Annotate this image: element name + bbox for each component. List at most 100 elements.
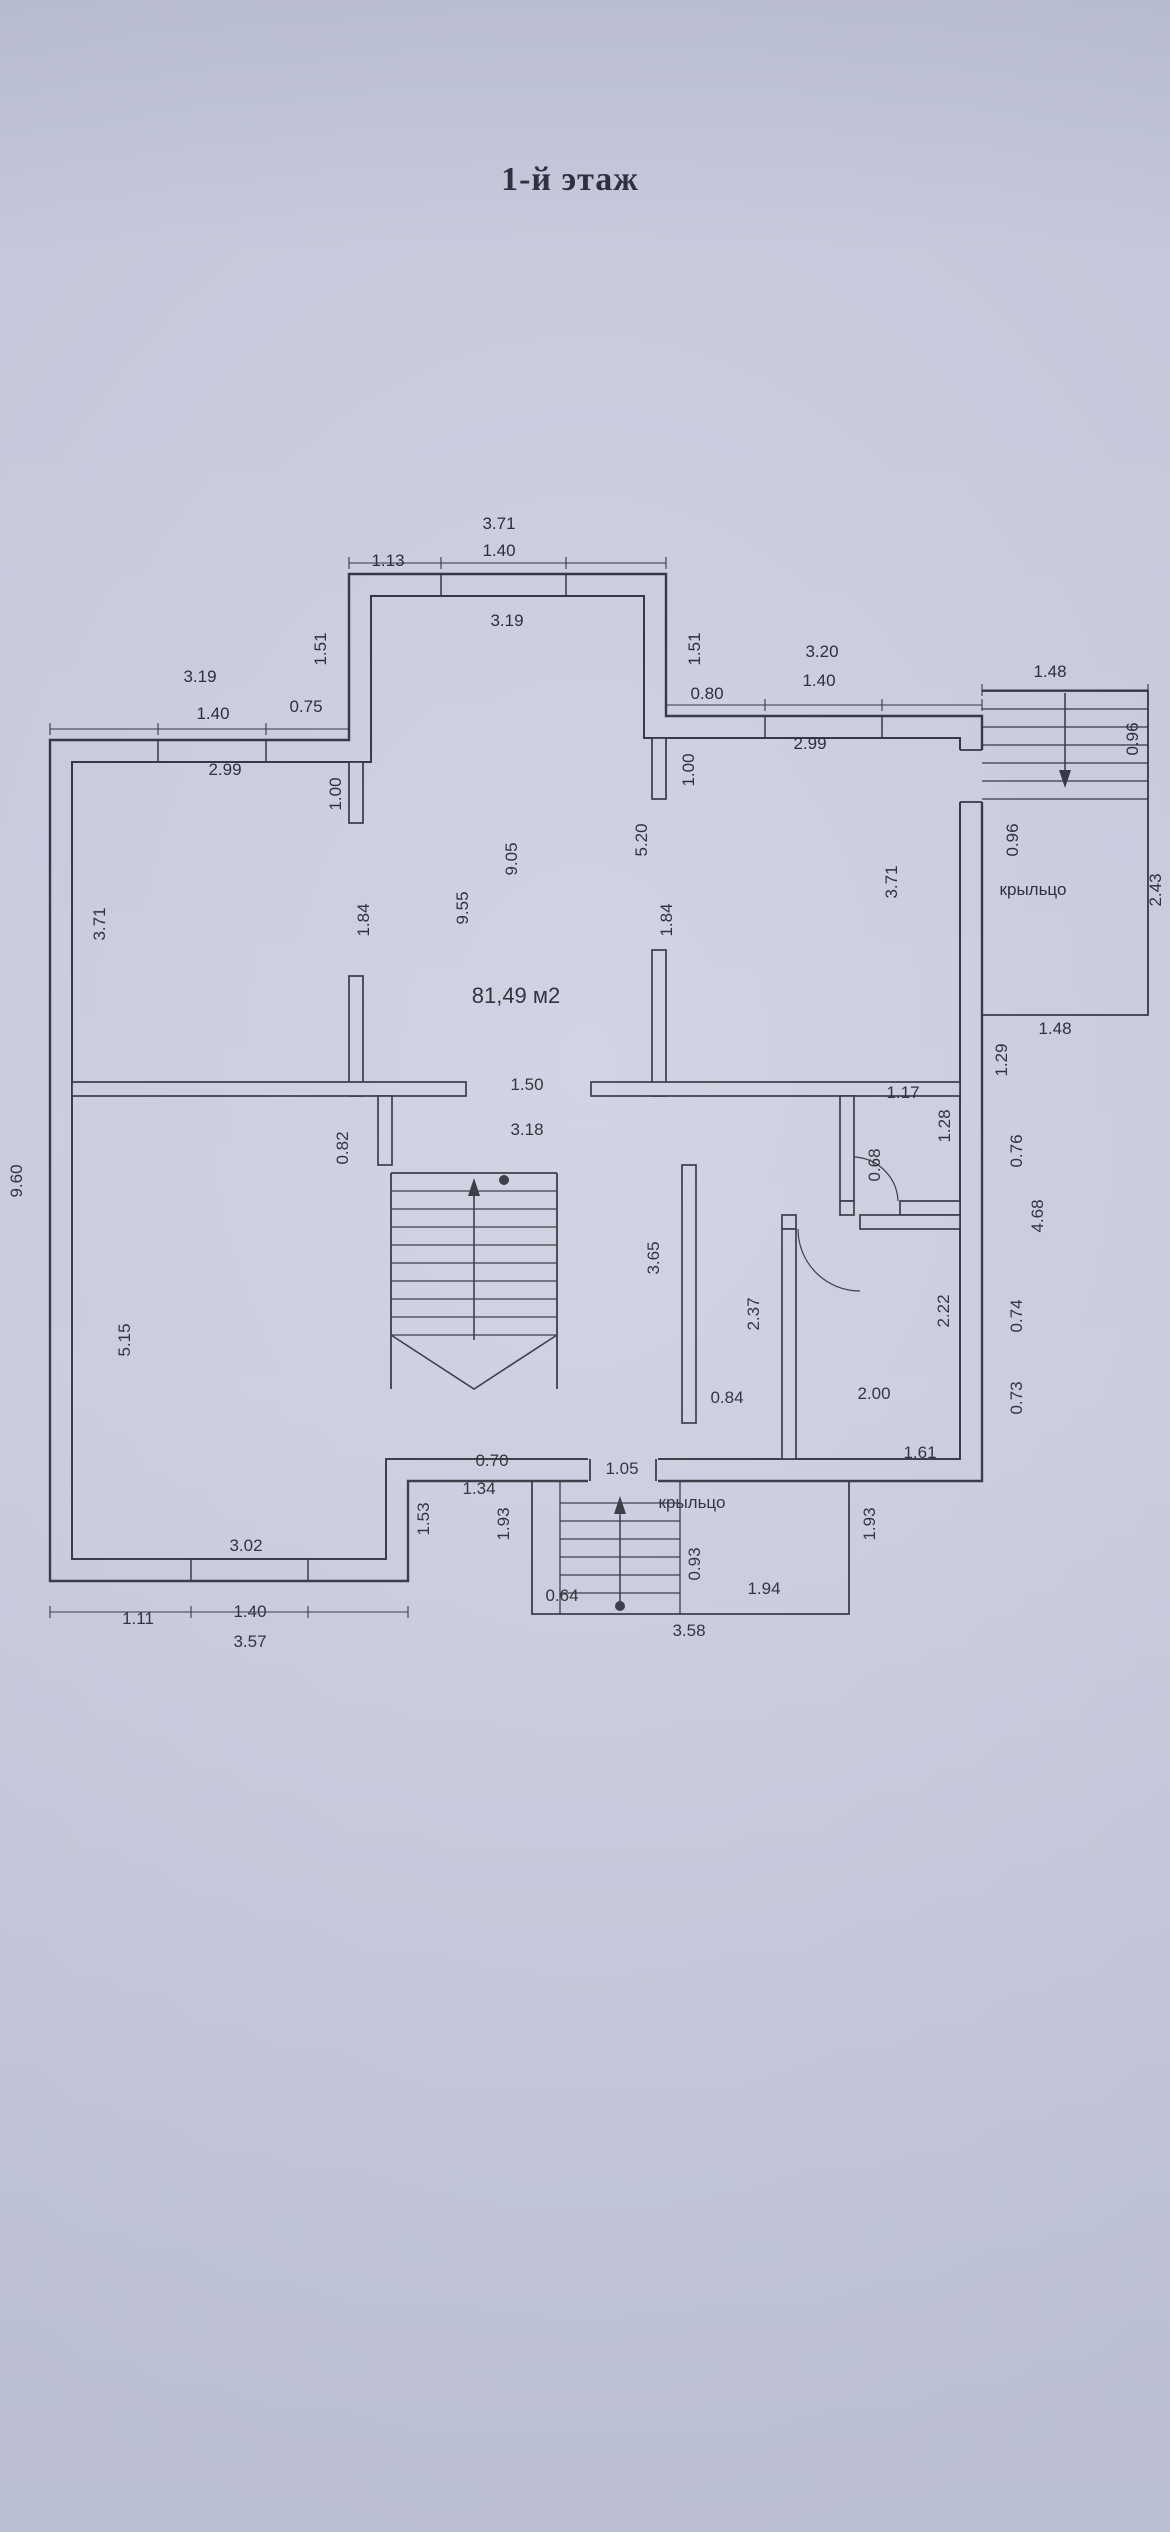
- dim-label: 1.00: [679, 753, 698, 786]
- wall-wc-bottom-b: [899, 1200, 961, 1216]
- dim-label: 1.51: [311, 632, 330, 665]
- right-porch-down-arrow-icon: [1059, 770, 1071, 788]
- dim-line-bottom-left: [49, 1606, 409, 1618]
- dim-label: 3.65: [644, 1241, 663, 1274]
- dim-label: 0.75: [289, 697, 322, 716]
- dim-label: 3.19: [490, 611, 523, 630]
- door-swing-br-room: [797, 1228, 861, 1292]
- dim-label: 9.05: [502, 842, 521, 875]
- wall-left-divider-top: [348, 761, 364, 824]
- right-porch-outline: [982, 690, 1149, 1016]
- wall-mid-left: [71, 1081, 467, 1097]
- dim-label: 0.70: [475, 1451, 508, 1470]
- window-bottom-left: [190, 1558, 309, 1582]
- dim-label: 1.84: [657, 903, 676, 936]
- dim-label: 1.50: [510, 1075, 543, 1094]
- wall-wc-left: [839, 1095, 855, 1202]
- stair-start-dot: [499, 1175, 509, 1185]
- dim-label: 3.18: [510, 1120, 543, 1139]
- wall-mid-right: [590, 1081, 961, 1097]
- dim-label: 0.84: [710, 1388, 743, 1407]
- dim-label: 1.34: [462, 1479, 495, 1498]
- bottom-porch: [531, 1481, 850, 1615]
- door-swing-wc: [853, 1156, 899, 1202]
- door-jambs-right: [960, 749, 982, 803]
- dim-label: 1.53: [414, 1502, 433, 1535]
- dim-label: 1.84: [354, 903, 373, 936]
- dim-label: 2.43: [1146, 873, 1165, 906]
- wall-right-divider-bottom: [651, 949, 667, 1097]
- bottom-porch-up-arrow-icon: [614, 1496, 626, 1514]
- wall-corridor: [681, 1164, 697, 1424]
- staircase: [390, 1172, 558, 1390]
- dim-label: 9.55: [453, 891, 472, 924]
- inner-walls: [71, 737, 961, 1460]
- dim-label: 0.80: [690, 684, 723, 703]
- dim-label: 1.40: [233, 1602, 266, 1621]
- area-label: 81,49 м2: [472, 983, 561, 1008]
- door-opening-right: [958, 750, 984, 802]
- dim-label: 4.68: [1028, 1199, 1047, 1232]
- dim-label: 0.82: [333, 1131, 352, 1164]
- dim-label: 1.28: [935, 1109, 954, 1142]
- windows: [157, 573, 883, 1582]
- dim-label: 1.40: [196, 704, 229, 723]
- window-top-left: [157, 739, 267, 763]
- dim-label: 3.02: [229, 1536, 262, 1555]
- dim-label: 1.11: [122, 1609, 154, 1628]
- dim-label: 2.99: [208, 760, 241, 779]
- dim-label: 3.58: [672, 1621, 705, 1640]
- bottom-porch-start-dot: [615, 1601, 625, 1611]
- outer-wall-outline: [48, 572, 984, 1583]
- door-opening-bottom: [588, 1457, 658, 1483]
- dim-label: 0.73: [1007, 1381, 1026, 1414]
- wall-right-divider-top: [651, 737, 667, 800]
- dim-label: 1.00: [326, 777, 345, 810]
- dim-label: 0.68: [865, 1148, 884, 1181]
- dim-label: 2.22: [934, 1294, 953, 1327]
- dim-label: 2.37: [744, 1297, 763, 1330]
- window-top-center: [440, 573, 567, 597]
- dim-label: 0.93: [685, 1547, 704, 1580]
- dim-label: 3.57: [233, 1632, 266, 1651]
- wall-wc-bottom-a: [839, 1200, 855, 1216]
- page-title: 1-й этаж: [501, 161, 639, 198]
- wall-br-top-a: [781, 1214, 797, 1230]
- dim-label: 2.99: [793, 734, 826, 753]
- dim-label: 3.71: [90, 907, 109, 940]
- porch-label: крыльцо: [1000, 880, 1067, 899]
- wall-stub: [377, 1095, 393, 1166]
- dim-label: 0.64: [545, 1586, 578, 1605]
- dim-label: 1.40: [802, 671, 835, 690]
- dim-label: 2.00: [857, 1384, 890, 1403]
- dim-label: 5.15: [115, 1323, 134, 1356]
- door-jambs-bottom: [589, 1459, 657, 1481]
- dim-label: 1.05: [605, 1459, 638, 1478]
- porch-label: крыльцо: [659, 1493, 726, 1512]
- dimension-lines: [49, 557, 1149, 1618]
- dim-label: 1.29: [992, 1043, 1011, 1076]
- stair-up-arrow-icon: [468, 1178, 480, 1196]
- dim-label: 0.96: [1003, 823, 1022, 856]
- bottom-porch-outline: [531, 1481, 850, 1615]
- dim-line-top-right: [665, 699, 983, 711]
- right-porch: [982, 690, 1149, 1016]
- wall-br-left: [781, 1228, 797, 1460]
- dim-label: 1.93: [860, 1507, 879, 1540]
- dim-label: 0.74: [1007, 1299, 1026, 1332]
- dim-label: 1.13: [371, 551, 404, 570]
- wall-br-top-b: [859, 1214, 961, 1230]
- stair-break-mark: [390, 1334, 558, 1390]
- dim-label: 1.17: [886, 1083, 919, 1102]
- dim-line-right-porch: [981, 684, 1149, 696]
- dim-label: 1.48: [1033, 662, 1066, 681]
- dim-label: 9.60: [7, 1164, 26, 1197]
- dim-label: 1.40: [482, 541, 515, 560]
- dim-label: 1.51: [685, 632, 704, 665]
- dim-label: 1.94: [747, 1579, 780, 1598]
- dim-line-top-left: [49, 723, 350, 735]
- door-swings: [797, 1156, 899, 1292]
